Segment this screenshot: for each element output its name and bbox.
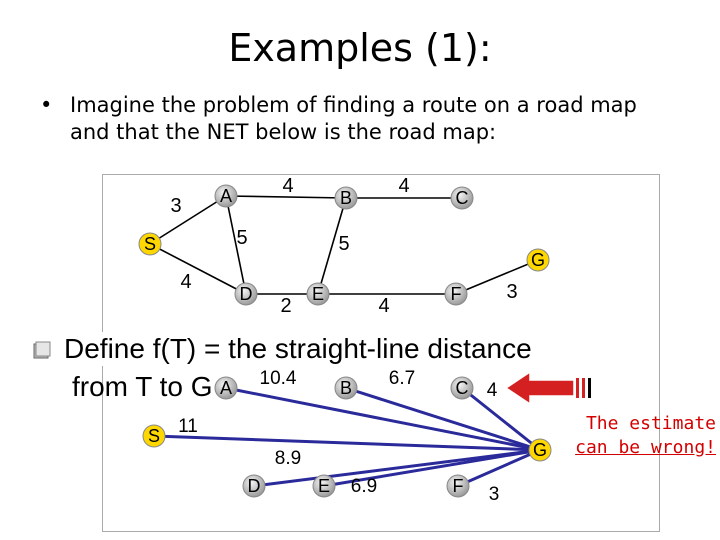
map-node-B: B	[334, 186, 358, 210]
road-weight-F-G: 3	[506, 281, 517, 303]
definition-line-1: Define f(T) = the straight-line distance	[32, 332, 538, 366]
distance-S: 11	[178, 416, 198, 437]
straight-line-B-G	[345, 386, 541, 452]
heur-node-D-label: D	[248, 476, 261, 496]
map-node-F-label: F	[451, 284, 462, 304]
heur-node-E: E	[312, 474, 336, 498]
map-node-B-label: B	[340, 188, 352, 208]
definition-text: Define f(T) = the straight-line distance	[64, 333, 532, 364]
road-S-D	[149, 243, 247, 295]
heur-node-A-label: A	[220, 378, 232, 398]
road-weight-S-A: 3	[170, 195, 181, 217]
warning-line-1: The estimate	[585, 413, 716, 434]
heur-node-G-label: G	[533, 440, 547, 460]
heur-node-G: G	[528, 438, 552, 462]
heur-node-F-label: F	[453, 476, 464, 496]
road-weight-S-D: 4	[180, 271, 191, 293]
road-A-D	[225, 195, 247, 295]
road-A-B	[225, 195, 347, 199]
straight-line-E-G	[323, 448, 541, 488]
heur-node-C: C	[450, 376, 474, 400]
straight-line-C-G	[461, 386, 541, 452]
heur-node-S-label: S	[148, 426, 160, 446]
distance-C: 4	[487, 380, 498, 401]
distance-E: 6.9	[351, 476, 377, 497]
road-F-G	[455, 259, 539, 295]
heur-node-F: F	[446, 474, 470, 498]
map-node-G-label: G	[531, 250, 545, 270]
intro-bullet: • Imagine the problem of finding a route…	[40, 92, 680, 146]
road-weight-A-D: 5	[236, 227, 247, 249]
straight-line-D-G	[253, 448, 541, 488]
heur-node-B: B	[334, 376, 358, 400]
road-weight-B-E: 5	[338, 233, 349, 255]
road-weight-B-C: 4	[398, 175, 409, 197]
map-node-E-label: E	[312, 284, 324, 304]
estimate-warning: The estimate can be wrong!	[556, 412, 716, 460]
map-node-C: C	[450, 186, 474, 210]
heur-node-S: S	[142, 424, 166, 448]
map-node-C-label: C	[456, 188, 469, 208]
distance-A: 10.4	[260, 368, 297, 389]
map-node-G: G	[526, 248, 550, 272]
straight-line-A-G	[225, 386, 541, 452]
heur-node-D: D	[242, 474, 266, 498]
map-node-F: F	[444, 282, 468, 306]
checkbox-bullet-icon	[33, 341, 51, 359]
map-node-S-label: S	[144, 234, 156, 254]
straight-line-F-G	[457, 448, 541, 488]
distance-F: 3	[489, 484, 500, 505]
intro-text: Imagine the problem of finding a route o…	[70, 93, 637, 144]
road-S-A	[149, 195, 227, 245]
map-node-E: E	[306, 282, 330, 306]
pointer-arrow-icon	[504, 370, 591, 406]
warning-line-2: can be wrong!	[575, 437, 716, 458]
distance-D: 8.9	[275, 448, 301, 469]
map-node-A: A	[214, 184, 238, 208]
map-node-S: S	[138, 232, 162, 256]
straight-line-S-G	[153, 434, 541, 452]
definition-line-2: from T to G	[72, 371, 213, 402]
slide-title: Examples (1):	[228, 26, 492, 70]
road-weight-E-F: 4	[378, 295, 389, 317]
map-node-D: D	[234, 282, 258, 306]
road-weight-D-E: 2	[280, 295, 291, 317]
heur-node-C-label: C	[456, 378, 469, 398]
road-B-E	[317, 197, 347, 295]
heur-node-A: A	[214, 376, 238, 400]
heur-node-E-label: E	[318, 476, 330, 496]
map-node-D-label: D	[240, 284, 253, 304]
road-weight-A-B: 4	[282, 175, 293, 197]
map-node-A-label: A	[220, 186, 232, 206]
heur-node-B-label: B	[340, 378, 352, 398]
bullet-dot-icon: •	[40, 93, 53, 117]
distance-B: 6.7	[389, 368, 415, 389]
